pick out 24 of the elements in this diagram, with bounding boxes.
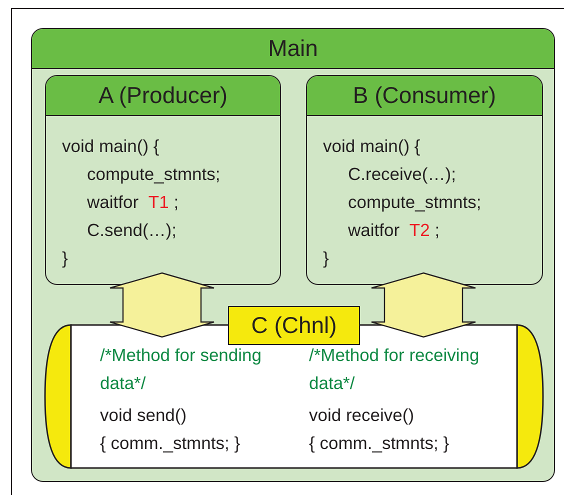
header-band: Main [32, 29, 554, 69]
code-comment: /*Method for sending data*/ [100, 344, 262, 395]
code-line: waitfor T2 ; [348, 219, 440, 241]
double-block-arrow [109, 272, 215, 338]
double-block-arrow [370, 272, 476, 338]
header-band: A (Producer) [46, 76, 280, 116]
code-line: C.send(…); [87, 219, 176, 241]
code-line: void receive() [309, 404, 414, 426]
code-line: void send() [100, 404, 187, 426]
code-line: compute_stmnts; [87, 163, 220, 185]
process-box [45, 75, 281, 285]
code-line: } [323, 247, 329, 269]
code-line: waitfor T1 ; [87, 191, 179, 213]
code-line: void main() { [323, 135, 420, 157]
code-line: { comm._stmnts; } [309, 432, 450, 454]
code-comment: /*Method for receiving data*/ [309, 344, 480, 395]
code-line: } [62, 247, 68, 269]
code-line: void main() { [62, 135, 160, 157]
process-box [306, 75, 543, 285]
code-line: compute_stmnts; [348, 191, 482, 213]
header-band: B (Consumer) [307, 76, 542, 116]
code-line: C.receive(…); [348, 163, 456, 185]
code-line: { comm._stmnts; } [100, 432, 240, 454]
channel-label: C (Chnl) [228, 306, 360, 345]
